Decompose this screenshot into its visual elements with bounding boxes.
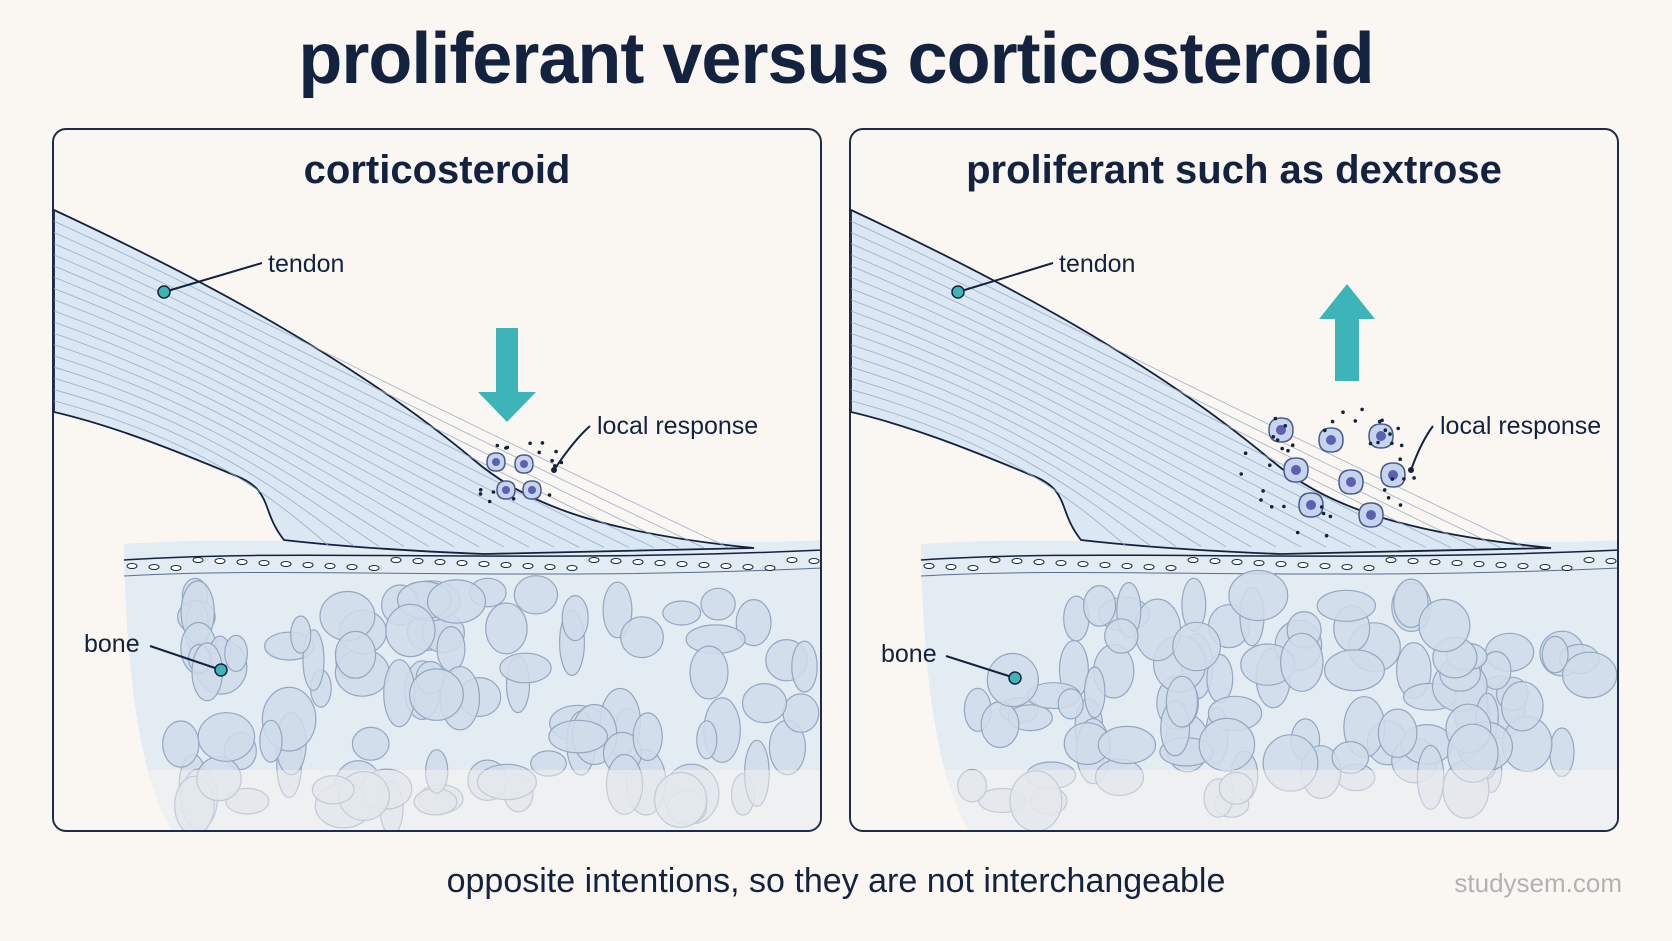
response-cells <box>1239 407 1416 538</box>
tendon-body <box>851 209 1552 555</box>
panel-title-proliferant: proliferant such as dextrose <box>966 148 1502 192</box>
footer-caption: opposite intentions, so they are not int… <box>446 862 1226 900</box>
tendon-tissue <box>851 209 1552 555</box>
response-cells <box>478 441 564 504</box>
up-arrow-icon <box>1319 284 1375 381</box>
local-response-label: local response <box>597 412 758 440</box>
tendon-marker-dot <box>157 285 171 299</box>
corticosteroid-panel: tendon local response bone corticosteroi… <box>52 128 822 832</box>
main-title: proliferant versus corticosteroid <box>298 19 1374 99</box>
response-marker-dot <box>1408 467 1414 473</box>
local-response-label: local response <box>1440 412 1601 440</box>
corticosteroid-illustration: tendon local response bone <box>54 209 820 830</box>
bone-label: bone <box>84 630 140 658</box>
tendon-label: tendon <box>1059 250 1135 278</box>
tendon-marker-dot <box>951 285 965 299</box>
bone-tissue <box>54 540 820 830</box>
bone-tissue <box>851 540 1617 830</box>
watermark: studysem.com <box>1454 868 1622 898</box>
down-arrow-icon <box>478 328 536 422</box>
bone-marker-dot <box>214 663 228 677</box>
proliferant-illustration: tendon local response bone <box>851 209 1617 830</box>
response-marker-dot <box>551 467 557 473</box>
tendon-label: tendon <box>268 250 344 278</box>
proliferant-panel: tendon local response bone proliferant s… <box>849 128 1619 832</box>
tendon-body <box>54 209 755 555</box>
bone-label: bone <box>881 640 937 668</box>
panel-title-corticosteroid: corticosteroid <box>303 148 571 192</box>
bone-marker-dot <box>1008 671 1022 685</box>
tendon-tissue <box>54 209 755 555</box>
